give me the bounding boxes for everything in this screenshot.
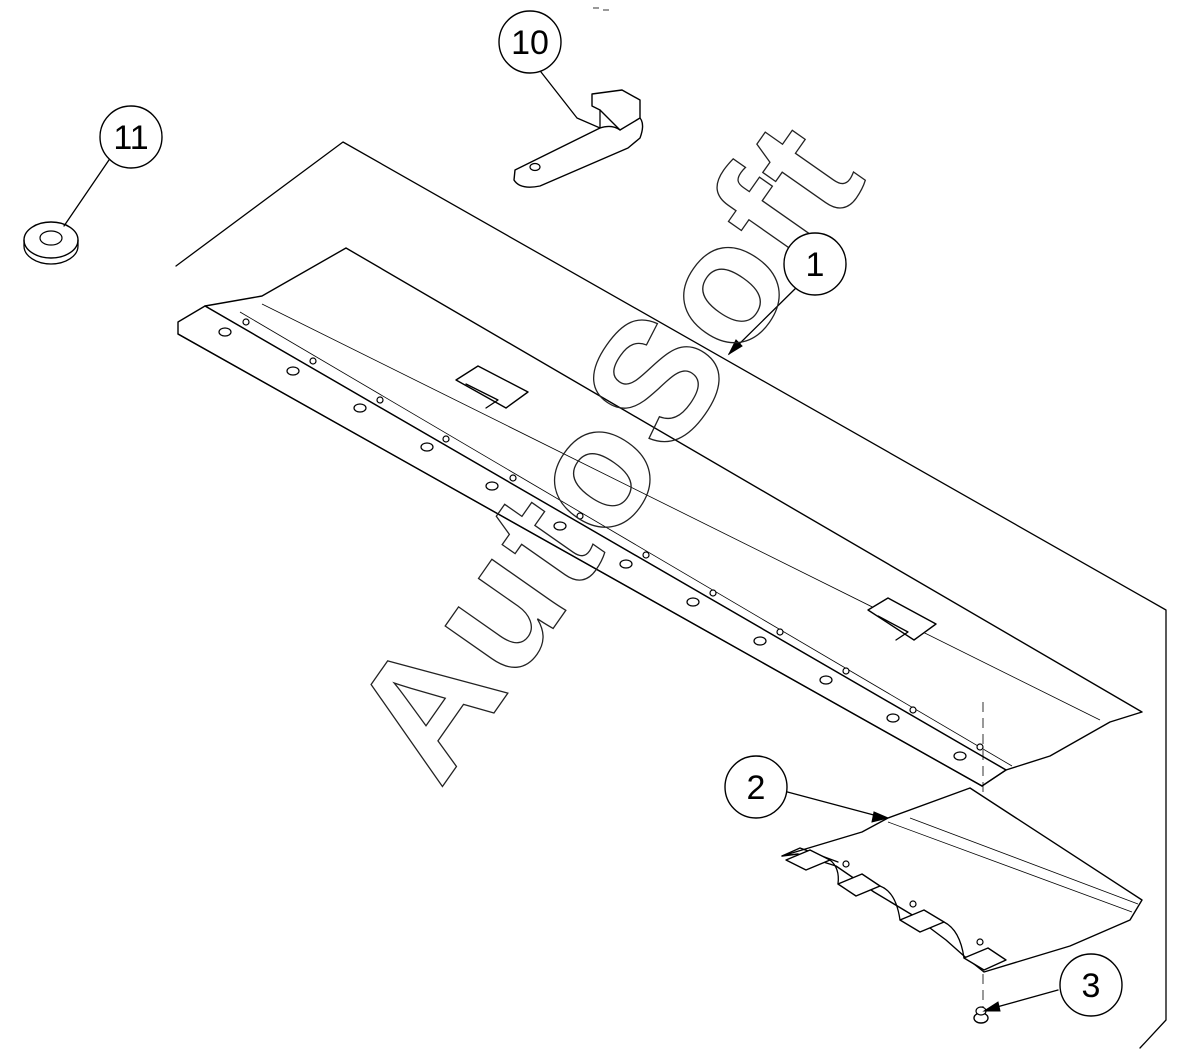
plate-window-left: [455, 365, 529, 409]
callout-11: 11: [99, 105, 163, 169]
stray-marks: [593, 7, 609, 11]
callout-10-label: 10: [511, 24, 549, 62]
callout-1: 1: [783, 232, 847, 296]
callout-2-label: 2: [747, 769, 766, 807]
callout-3: 3: [1059, 953, 1123, 1017]
main-plate-part-1: [177, 247, 1143, 787]
assembly-frame: [175, 141, 1167, 1049]
bracket-part-10: [513, 89, 644, 188]
plate-tabs: [785, 849, 1007, 971]
washer-part-11: [23, 221, 79, 265]
callout-1-label: 1: [806, 246, 825, 284]
callout-2: 2: [724, 755, 788, 819]
leader-lines: [63, 71, 1059, 1012]
callout-3-label: 3: [1082, 967, 1101, 1005]
callout-11-label: 11: [113, 119, 148, 157]
plate-bolt-holes: [218, 318, 984, 761]
callout-10: 10: [498, 10, 562, 74]
side-plate-part-2: [781, 787, 1143, 973]
plate-window-right: [867, 597, 937, 641]
